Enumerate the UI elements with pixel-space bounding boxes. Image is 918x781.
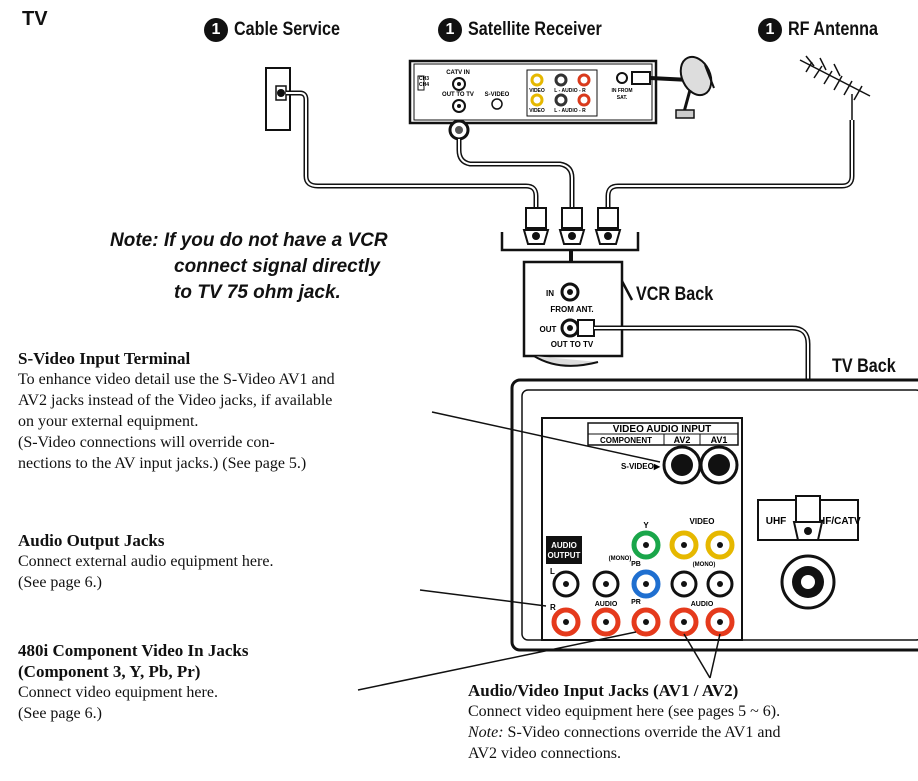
av-input-title: Audio/Video Input Jacks (AV1 / AV2) (468, 681, 739, 700)
component-text-2: (See page 6.) (18, 705, 102, 722)
svg-text:AV1: AV1 (711, 435, 728, 445)
svideo-text-4: (S-Video connections will override con- (18, 434, 275, 451)
svg-text:VIDEO AUDIO INPUT: VIDEO AUDIO INPUT (613, 424, 712, 435)
component-section: 480i Component Video In Jacks (Component… (18, 640, 378, 724)
step-number-badge: 1 (758, 18, 782, 42)
svg-text:PB: PB (631, 561, 641, 568)
svg-text:CH4: CH4 (419, 82, 429, 88)
svg-text:S-VIDEO▶: S-VIDEO▶ (621, 462, 661, 471)
audio-output-title: Audio Output Jacks (18, 531, 165, 550)
av-input-section: Audio/Video Input Jacks (AV1 / AV2) Conn… (468, 680, 918, 764)
svideo-text-1: To enhance video detail use the S-Video … (18, 371, 335, 388)
svideo-section: S-Video Input Terminal To enhance video … (18, 348, 458, 474)
svg-text:OUT TO TV: OUT TO TV (442, 92, 474, 98)
svg-text:IN: IN (546, 289, 554, 298)
source-satellite: 1 Satellite Receiver (438, 18, 625, 42)
svg-text:L: L (550, 567, 555, 576)
av-input-note-label: Note: (468, 724, 504, 741)
component-title-2: (Component 3, Y, Pb, Pr) (18, 662, 201, 681)
svg-text:L - AUDIO - R: L - AUDIO - R (554, 108, 586, 114)
satellite-receiver-icon: CATV IN OUT TO TV S-VIDEO CH3 CH4 VIDEO … (408, 59, 658, 125)
svg-text:OUTPUT: OUTPUT (548, 551, 581, 560)
svg-text:AUDIO: AUDIO (551, 541, 577, 550)
vcr-back-label: VCR Back (636, 284, 714, 305)
svideo-text-3: on your external equipment. (18, 413, 199, 430)
svg-text:L - AUDIO - R: L - AUDIO - R (554, 88, 586, 94)
svg-text:VIDEO: VIDEO (690, 517, 715, 526)
source-antenna: 1 RF Antenna (758, 18, 894, 42)
svg-text:FROM ANT.: FROM ANT. (550, 305, 593, 314)
svg-text:(MONO): (MONO) (693, 562, 716, 568)
svg-text:VIDEO: VIDEO (529, 88, 545, 94)
svg-text:COMPONENT: COMPONENT (600, 436, 652, 445)
svg-text:AUDIO: AUDIO (595, 601, 618, 608)
page-tag: TV (22, 8, 48, 30)
tv-back-label: TV Back (832, 356, 896, 377)
audio-output-section: Audio Output Jacks Connect external audi… (18, 530, 418, 593)
svg-text:PR: PR (631, 599, 641, 606)
audio-output-text-1: Connect external audio equipment here. (18, 553, 274, 570)
step-number-badge: 1 (204, 18, 228, 42)
note-line-2: connect signal directly (174, 256, 380, 277)
svg-text:OUT: OUT (540, 325, 557, 334)
tv-back-panel: VIDEO AUDIO INPUT COMPONENT AV2 AV1 S-VI… (510, 378, 918, 652)
svg-text:S-VIDEO: S-VIDEO (485, 92, 510, 98)
svg-text:VIDEO: VIDEO (529, 108, 545, 114)
satellite-dish-icon (649, 55, 715, 119)
svg-text:(MONO): (MONO) (609, 556, 632, 562)
svg-text:CATV IN: CATV IN (446, 70, 470, 76)
component-title-1: 480i Component Video In Jacks (18, 641, 249, 660)
svg-text:AUDIO: AUDIO (691, 601, 714, 608)
note-line-3: to TV 75 ohm jack. (174, 282, 341, 303)
audio-output-text-2: (See page 6.) (18, 574, 102, 591)
rf-antenna-label: RF Antenna (788, 19, 879, 40)
satellite-receiver-label: Satellite Receiver (468, 19, 602, 40)
note-line-1: Note: If you do not have a VCR (110, 230, 388, 251)
svg-text:CH3: CH3 (419, 76, 429, 82)
svg-text:IN FROM: IN FROM (611, 88, 632, 94)
svg-text:R: R (550, 603, 556, 612)
source-cable: 1 Cable Service (204, 18, 359, 42)
av-input-text-1: Connect video equipment here (see pages … (468, 703, 781, 720)
av-input-note-text: S-Video connections override the AV1 and (503, 724, 781, 741)
vcr-note: Note: If you do not have a VCR connect s… (110, 228, 388, 306)
svg-text:AV2: AV2 (674, 435, 691, 445)
svg-text:Y: Y (643, 521, 649, 530)
svg-text:VHF/CATV: VHF/CATV (811, 516, 861, 527)
av-input-text-3: AV2 video connections. (468, 745, 622, 762)
av-input-text-2: Note: S-Video connections override the A… (468, 722, 918, 743)
step-number-badge: 1 (438, 18, 462, 42)
svideo-title: S-Video Input Terminal (18, 349, 191, 368)
svg-text:OUT TO TV: OUT TO TV (551, 340, 594, 349)
wall-plate-icon (265, 67, 291, 131)
component-text-1: Connect video equipment here. (18, 684, 218, 701)
vcr-back-panel: IN FROM ANT. OUT OUT TO TV (522, 260, 634, 367)
cable-service-label: Cable Service (234, 19, 340, 40)
coax-connectors-icon (522, 207, 622, 245)
svg-text:UHF: UHF (766, 516, 787, 527)
svg-text:SAT.: SAT. (617, 95, 628, 101)
rf-antenna-icon (799, 55, 871, 120)
svideo-text-5: nections to the AV input jacks.) (See pa… (18, 455, 307, 472)
svideo-text-2: AV2 jacks instead of the Video jacks, if… (18, 392, 333, 409)
